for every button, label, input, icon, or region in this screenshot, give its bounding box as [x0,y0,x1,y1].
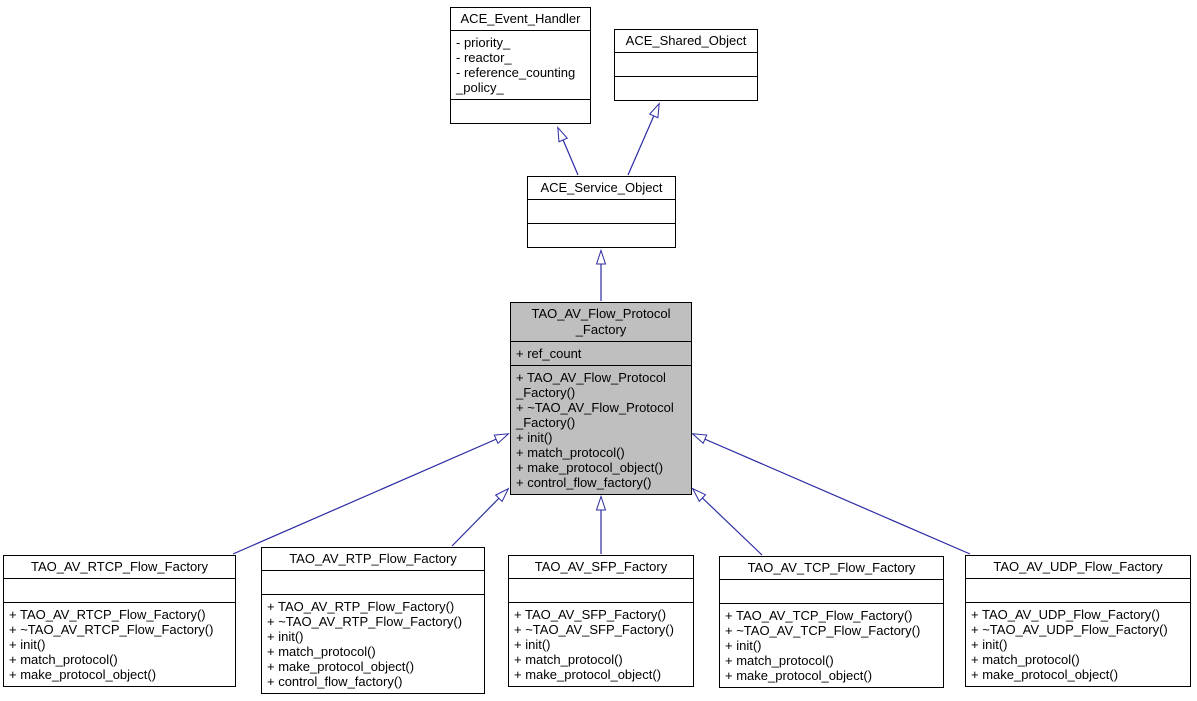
member-line: + make_protocol_object() [9,667,157,682]
class-title: TAO_AV_RTP_Flow_Factory [262,548,484,571]
member-line: ACE_Shared_Object [625,33,747,48]
member-line: + make_protocol_object() [971,667,1119,682]
member-line: TAO_AV_RTP_Flow_Factory [289,551,457,566]
class-attributes-section [720,580,943,603]
member-line: + make_protocol_object() [516,460,664,475]
member-line: + init() [725,638,762,653]
member-line: + make_protocol_object() [514,667,662,682]
member-line: + TAO_AV_SFP_Factory() [514,607,667,622]
member-line: + make_protocol_object() [267,659,415,674]
member-line: TAO_AV_UDP_Flow_Factory [993,559,1163,574]
class-attributes-section: - priority_- reactor_- reference_countin… [451,31,590,99]
member-line: + ~TAO_AV_RTP_Flow_Factory() [267,614,463,629]
class-methods-section [615,76,757,100]
member-line: TAO_AV_SFP_Factory [534,559,668,574]
member-line: _Factory [575,322,627,337]
member-line: + TAO_AV_UDP_Flow_Factory() [971,607,1160,622]
member-line: + init() [516,430,553,445]
member-line: + init() [971,637,1008,652]
member-line: ACE_Event_Handler [460,11,581,26]
member-line: + control_flow_factory() [516,475,652,490]
class-box-ace-service-object[interactable]: ACE_Service_Object [527,176,676,248]
member-line: + match_protocol() [514,652,623,667]
class-attributes-section: + ref_count [511,342,691,365]
member-line: - reference_counting [456,65,576,80]
class-methods-section [451,99,590,123]
inheritance-arrow-tcp-to-flow-protocol [693,489,763,556]
class-attributes-section [966,579,1190,602]
member-line: + match_protocol() [725,653,834,668]
member-line: TAO_AV_Flow_Protocol [531,306,671,321]
class-title: TAO_AV_SFP_Factory [509,556,693,579]
member-line: + ~TAO_AV_SFP_Factory() [514,622,674,637]
class-title: TAO_AV_Flow_Protocol_Factory [511,303,691,342]
class-box-tao-av-sfp-factory[interactable]: TAO_AV_SFP_Factory + TAO_AV_SFP_Factory(… [508,555,694,687]
class-attributes-section [4,579,235,602]
class-attributes-section [528,200,675,223]
member-line: + ~TAO_AV_RTCP_Flow_Factory() [9,622,214,637]
class-methods-section [528,223,675,247]
class-box-tao-av-rtp-flow-factory[interactable]: TAO_AV_RTP_Flow_Factory + TAO_AV_RTP_Flo… [261,547,485,694]
member-line: + TAO_AV_Flow_Protocol [516,370,666,385]
class-attributes-section [615,53,757,76]
member-line: + control_flow_factory() [267,674,403,689]
member-line: _policy_ [456,80,504,95]
member-line: - reactor_ [456,50,512,65]
member-line: + init() [9,637,46,652]
member-line: + TAO_AV_RTCP_Flow_Factory() [9,607,206,622]
inheritance-arrow-service-to-shared-object [627,104,659,176]
class-methods-section: + TAO_AV_SFP_Factory()+ ~TAO_AV_SFP_Fact… [509,602,693,686]
class-methods-section: + TAO_AV_TCP_Flow_Factory()+ ~TAO_AV_TCP… [720,603,943,687]
member-line: + ~TAO_AV_UDP_Flow_Factory() [971,622,1168,637]
member-line: ACE_Service_Object [540,180,663,195]
member-line: + ~TAO_AV_Flow_Protocol [516,400,674,415]
member-line: + ~TAO_AV_TCP_Flow_Factory() [725,623,921,638]
class-attributes-section [509,579,693,602]
member-line: + match_protocol() [267,644,376,659]
class-box-tao-av-rtcp-flow-factory[interactable]: TAO_AV_RTCP_Flow_Factory + TAO_AV_RTCP_F… [3,555,236,687]
class-methods-section: + TAO_AV_RTCP_Flow_Factory()+ ~TAO_AV_RT… [4,602,235,686]
class-box-tao-av-flow-protocol-factory[interactable]: TAO_AV_Flow_Protocol_Factory + ref_count… [510,302,692,495]
member-line: + ref_count [516,346,582,361]
inheritance-arrow-rtp-to-flow-protocol [451,489,508,547]
class-title: ACE_Service_Object [528,177,675,200]
class-box-ace-shared-object[interactable]: ACE_Shared_Object [614,29,758,101]
member-line: + match_protocol() [9,652,118,667]
member-line: + match_protocol() [971,652,1080,667]
inheritance-arrow-service-to-event-handler [558,128,579,176]
inheritance-arrow-rtcp-to-flow-protocol [232,434,508,555]
member-line: + init() [514,637,551,652]
class-title: TAO_AV_RTCP_Flow_Factory [4,556,235,579]
member-line: + match_protocol() [516,445,625,460]
member-line: + make_protocol_object() [725,668,873,683]
member-line: _Factory() [516,415,576,430]
class-box-tao-av-tcp-flow-factory[interactable]: TAO_AV_TCP_Flow_Factory + TAO_AV_TCP_Flo… [719,556,944,688]
class-box-ace-event-handler[interactable]: ACE_Event_Handler - priority_- reactor_-… [450,7,591,124]
inheritance-arrow-udp-to-flow-protocol [693,434,971,555]
class-title: ACE_Shared_Object [615,30,757,53]
class-title: TAO_AV_TCP_Flow_Factory [720,557,943,580]
class-title: TAO_AV_UDP_Flow_Factory [966,556,1190,579]
class-methods-section: + TAO_AV_Flow_Protocol_Factory()+ ~TAO_A… [511,365,691,494]
class-methods-section: + TAO_AV_UDP_Flow_Factory()+ ~TAO_AV_UDP… [966,602,1190,686]
member-line: TAO_AV_RTCP_Flow_Factory [31,559,208,574]
class-attributes-section [262,571,484,594]
member-line: + TAO_AV_RTP_Flow_Factory() [267,599,455,614]
member-line: _Factory() [516,385,576,400]
class-methods-section: + TAO_AV_RTP_Flow_Factory()+ ~TAO_AV_RTP… [262,594,484,693]
member-line: TAO_AV_TCP_Flow_Factory [747,560,916,575]
class-box-tao-av-udp-flow-factory[interactable]: TAO_AV_UDP_Flow_Factory + TAO_AV_UDP_Flo… [965,555,1191,687]
member-line: - priority_ [456,35,511,50]
member-line: + init() [267,629,304,644]
class-title: ACE_Event_Handler [451,8,590,31]
member-line: + TAO_AV_TCP_Flow_Factory() [725,608,913,623]
